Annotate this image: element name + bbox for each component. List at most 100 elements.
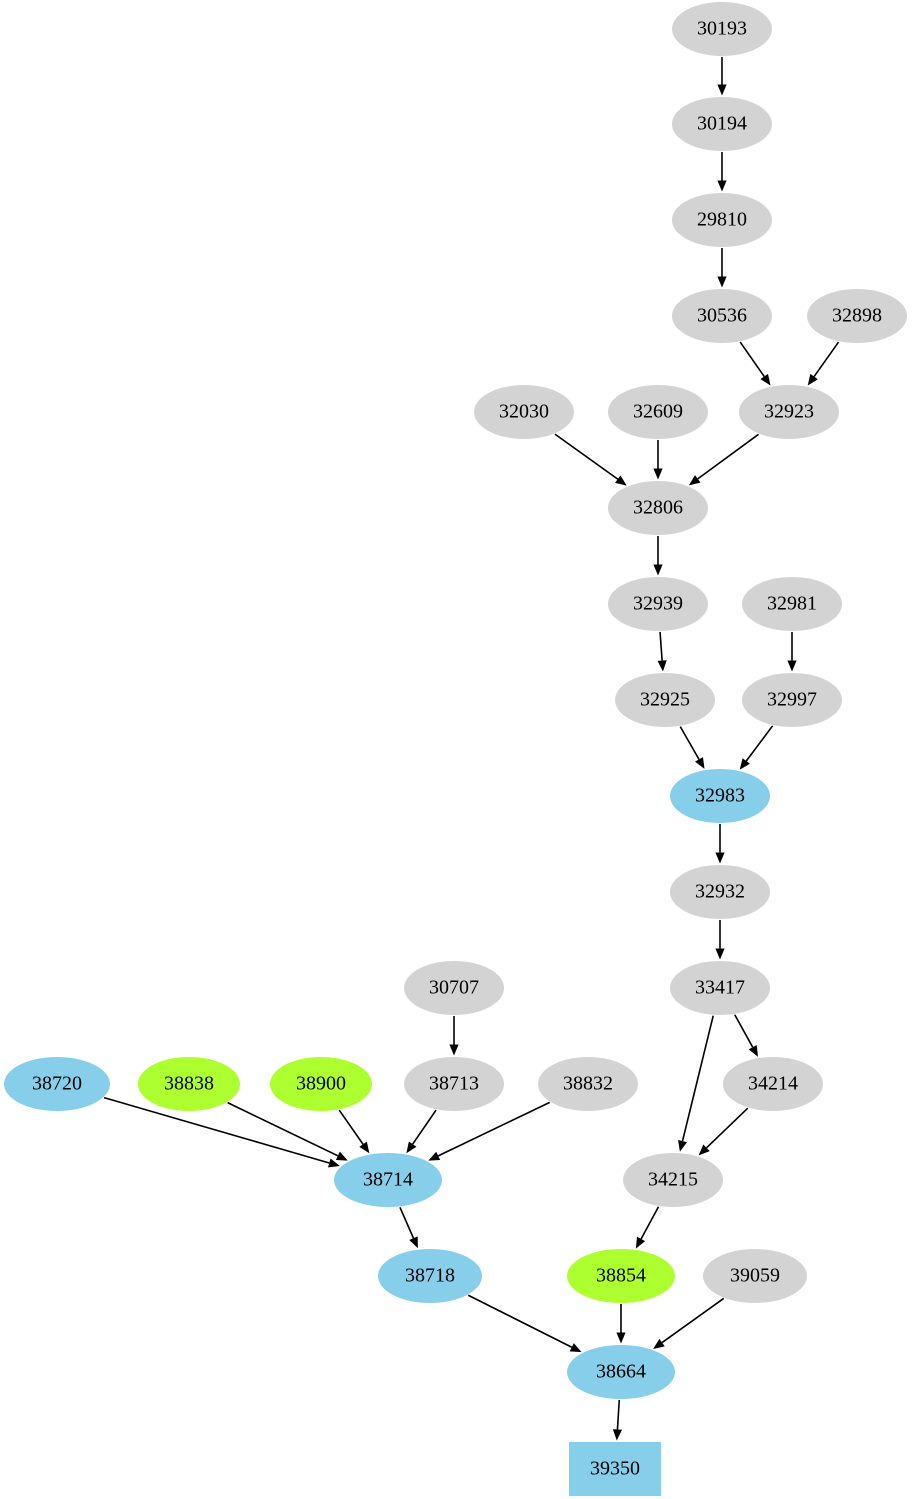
graph-node-38714[interactable]: 38714 xyxy=(334,1153,442,1207)
graph-edge xyxy=(698,1107,749,1156)
edge-arrowhead-icon xyxy=(695,757,705,769)
node-ellipse-shape[interactable] xyxy=(723,1057,823,1111)
graph-edge xyxy=(653,536,663,576)
nodes-layer: 30193 30194 29810 30536 32898 32923 32609 32030… xyxy=(4,2,907,1496)
node-box-shape[interactable] xyxy=(569,1442,661,1496)
graph-node-30707[interactable]: 30707 xyxy=(404,961,504,1015)
edge-line xyxy=(640,1206,660,1240)
graph-edge xyxy=(679,726,705,769)
edge-line xyxy=(554,433,619,480)
graph-edge xyxy=(616,1304,626,1344)
node-ellipse-shape[interactable] xyxy=(672,289,772,343)
graph-node-38900[interactable]: 38900 xyxy=(270,1057,372,1111)
graph-edge xyxy=(428,1101,551,1161)
edge-line xyxy=(227,1101,339,1157)
node-ellipse-shape[interactable] xyxy=(623,1153,723,1207)
edge-arrowhead-icon xyxy=(612,1429,623,1441)
edge-arrowhead-icon xyxy=(653,564,663,576)
node-ellipse-shape[interactable] xyxy=(672,97,772,151)
node-ellipse-shape[interactable] xyxy=(742,577,842,631)
graph-node-32030[interactable]: 32030 xyxy=(474,385,574,439)
graph-node-29810[interactable]: 29810 xyxy=(672,193,772,247)
node-ellipse-shape[interactable] xyxy=(4,1057,110,1111)
graph-node-39059[interactable]: 39059 xyxy=(703,1249,807,1303)
node-ellipse-shape[interactable] xyxy=(138,1057,240,1111)
node-ellipse-shape[interactable] xyxy=(404,961,504,1015)
node-ellipse-shape[interactable] xyxy=(608,481,708,535)
node-ellipse-shape[interactable] xyxy=(334,1153,442,1207)
graph-node-38854[interactable]: 38854 xyxy=(567,1249,675,1303)
edge-line xyxy=(399,1206,415,1239)
graph-edge xyxy=(739,725,774,770)
node-ellipse-shape[interactable] xyxy=(670,769,770,823)
node-ellipse-shape[interactable] xyxy=(670,961,770,1015)
edge-arrowhead-icon xyxy=(657,660,667,672)
graph-edge xyxy=(338,1109,370,1154)
graph-edge xyxy=(612,1399,623,1441)
node-ellipse-shape[interactable] xyxy=(703,1249,807,1303)
node-ellipse-shape[interactable] xyxy=(670,865,770,919)
graph-node-32925[interactable]: 32925 xyxy=(615,673,715,727)
graph-edge xyxy=(715,920,725,960)
graph-node-34214[interactable]: 34214 xyxy=(723,1057,823,1111)
graph-edge xyxy=(554,433,627,486)
graph-node-32806[interactable]: 32806 xyxy=(608,481,708,535)
node-ellipse-shape[interactable] xyxy=(270,1057,372,1111)
edge-arrowhead-icon xyxy=(717,84,727,96)
graph-edge xyxy=(399,1206,418,1249)
edge-line xyxy=(103,1096,330,1164)
graph-edge xyxy=(653,440,663,480)
node-ellipse-shape[interactable] xyxy=(474,385,574,439)
node-ellipse-shape[interactable] xyxy=(567,1249,675,1303)
edge-line xyxy=(697,433,760,480)
graph-node-32609[interactable]: 32609 xyxy=(608,385,708,439)
graph-node-30194[interactable]: 30194 xyxy=(672,97,772,151)
node-ellipse-shape[interactable] xyxy=(608,577,708,631)
node-ellipse-shape[interactable] xyxy=(567,1345,675,1399)
node-ellipse-shape[interactable] xyxy=(672,193,772,247)
graph-node-38832[interactable]: 38832 xyxy=(538,1057,638,1111)
graph-node-32923[interactable]: 32923 xyxy=(739,385,839,439)
node-ellipse-shape[interactable] xyxy=(739,385,839,439)
graph-edge xyxy=(406,1109,437,1154)
graph-node-30536[interactable]: 30536 xyxy=(672,289,772,343)
edge-arrowhead-icon xyxy=(635,1236,646,1249)
node-ellipse-shape[interactable] xyxy=(378,1249,482,1303)
edge-arrowhead-icon xyxy=(715,948,725,960)
graph-node-32898[interactable]: 32898 xyxy=(807,289,907,343)
graph-node-33417[interactable]: 33417 xyxy=(670,961,770,1015)
edge-arrowhead-icon xyxy=(615,475,627,486)
graph-node-38718[interactable]: 38718 xyxy=(378,1249,482,1303)
graph-node-39350[interactable]: 39350 xyxy=(569,1442,661,1496)
edge-line xyxy=(467,1294,573,1348)
graph-node-32981[interactable]: 32981 xyxy=(742,577,842,631)
graph-edge xyxy=(739,341,771,386)
graph-edge xyxy=(717,152,727,192)
graph-node-32932[interactable]: 32932 xyxy=(670,865,770,919)
node-ellipse-shape[interactable] xyxy=(742,673,842,727)
node-ellipse-shape[interactable] xyxy=(672,2,772,56)
graph-edge xyxy=(467,1294,582,1353)
node-ellipse-shape[interactable] xyxy=(807,289,907,343)
graph-edge xyxy=(787,632,797,672)
edge-line xyxy=(616,1399,621,1430)
graph-edge xyxy=(449,1016,459,1056)
graph-node-32997[interactable]: 32997 xyxy=(742,673,842,727)
edges-layer xyxy=(103,57,840,1441)
node-ellipse-shape[interactable] xyxy=(615,673,715,727)
node-ellipse-shape[interactable] xyxy=(608,385,708,439)
graph-node-34215[interactable]: 34215 xyxy=(623,1153,723,1207)
graph-node-38713[interactable]: 38713 xyxy=(404,1057,504,1111)
graph-edge xyxy=(717,248,727,288)
graph-node-32983[interactable]: 32983 xyxy=(670,769,770,823)
graph-edge xyxy=(734,1014,758,1057)
node-ellipse-shape[interactable] xyxy=(404,1057,504,1111)
graph-node-38664[interactable]: 38664 xyxy=(567,1345,675,1399)
graph-node-38720[interactable]: 38720 xyxy=(4,1057,110,1111)
graph-node-32939[interactable]: 32939 xyxy=(608,577,708,631)
node-ellipse-shape[interactable] xyxy=(538,1057,638,1111)
edge-arrowhead-icon xyxy=(328,1158,340,1168)
graph-node-38838[interactable]: 38838 xyxy=(138,1057,240,1111)
graph-node-30193[interactable]: 30193 xyxy=(672,2,772,56)
